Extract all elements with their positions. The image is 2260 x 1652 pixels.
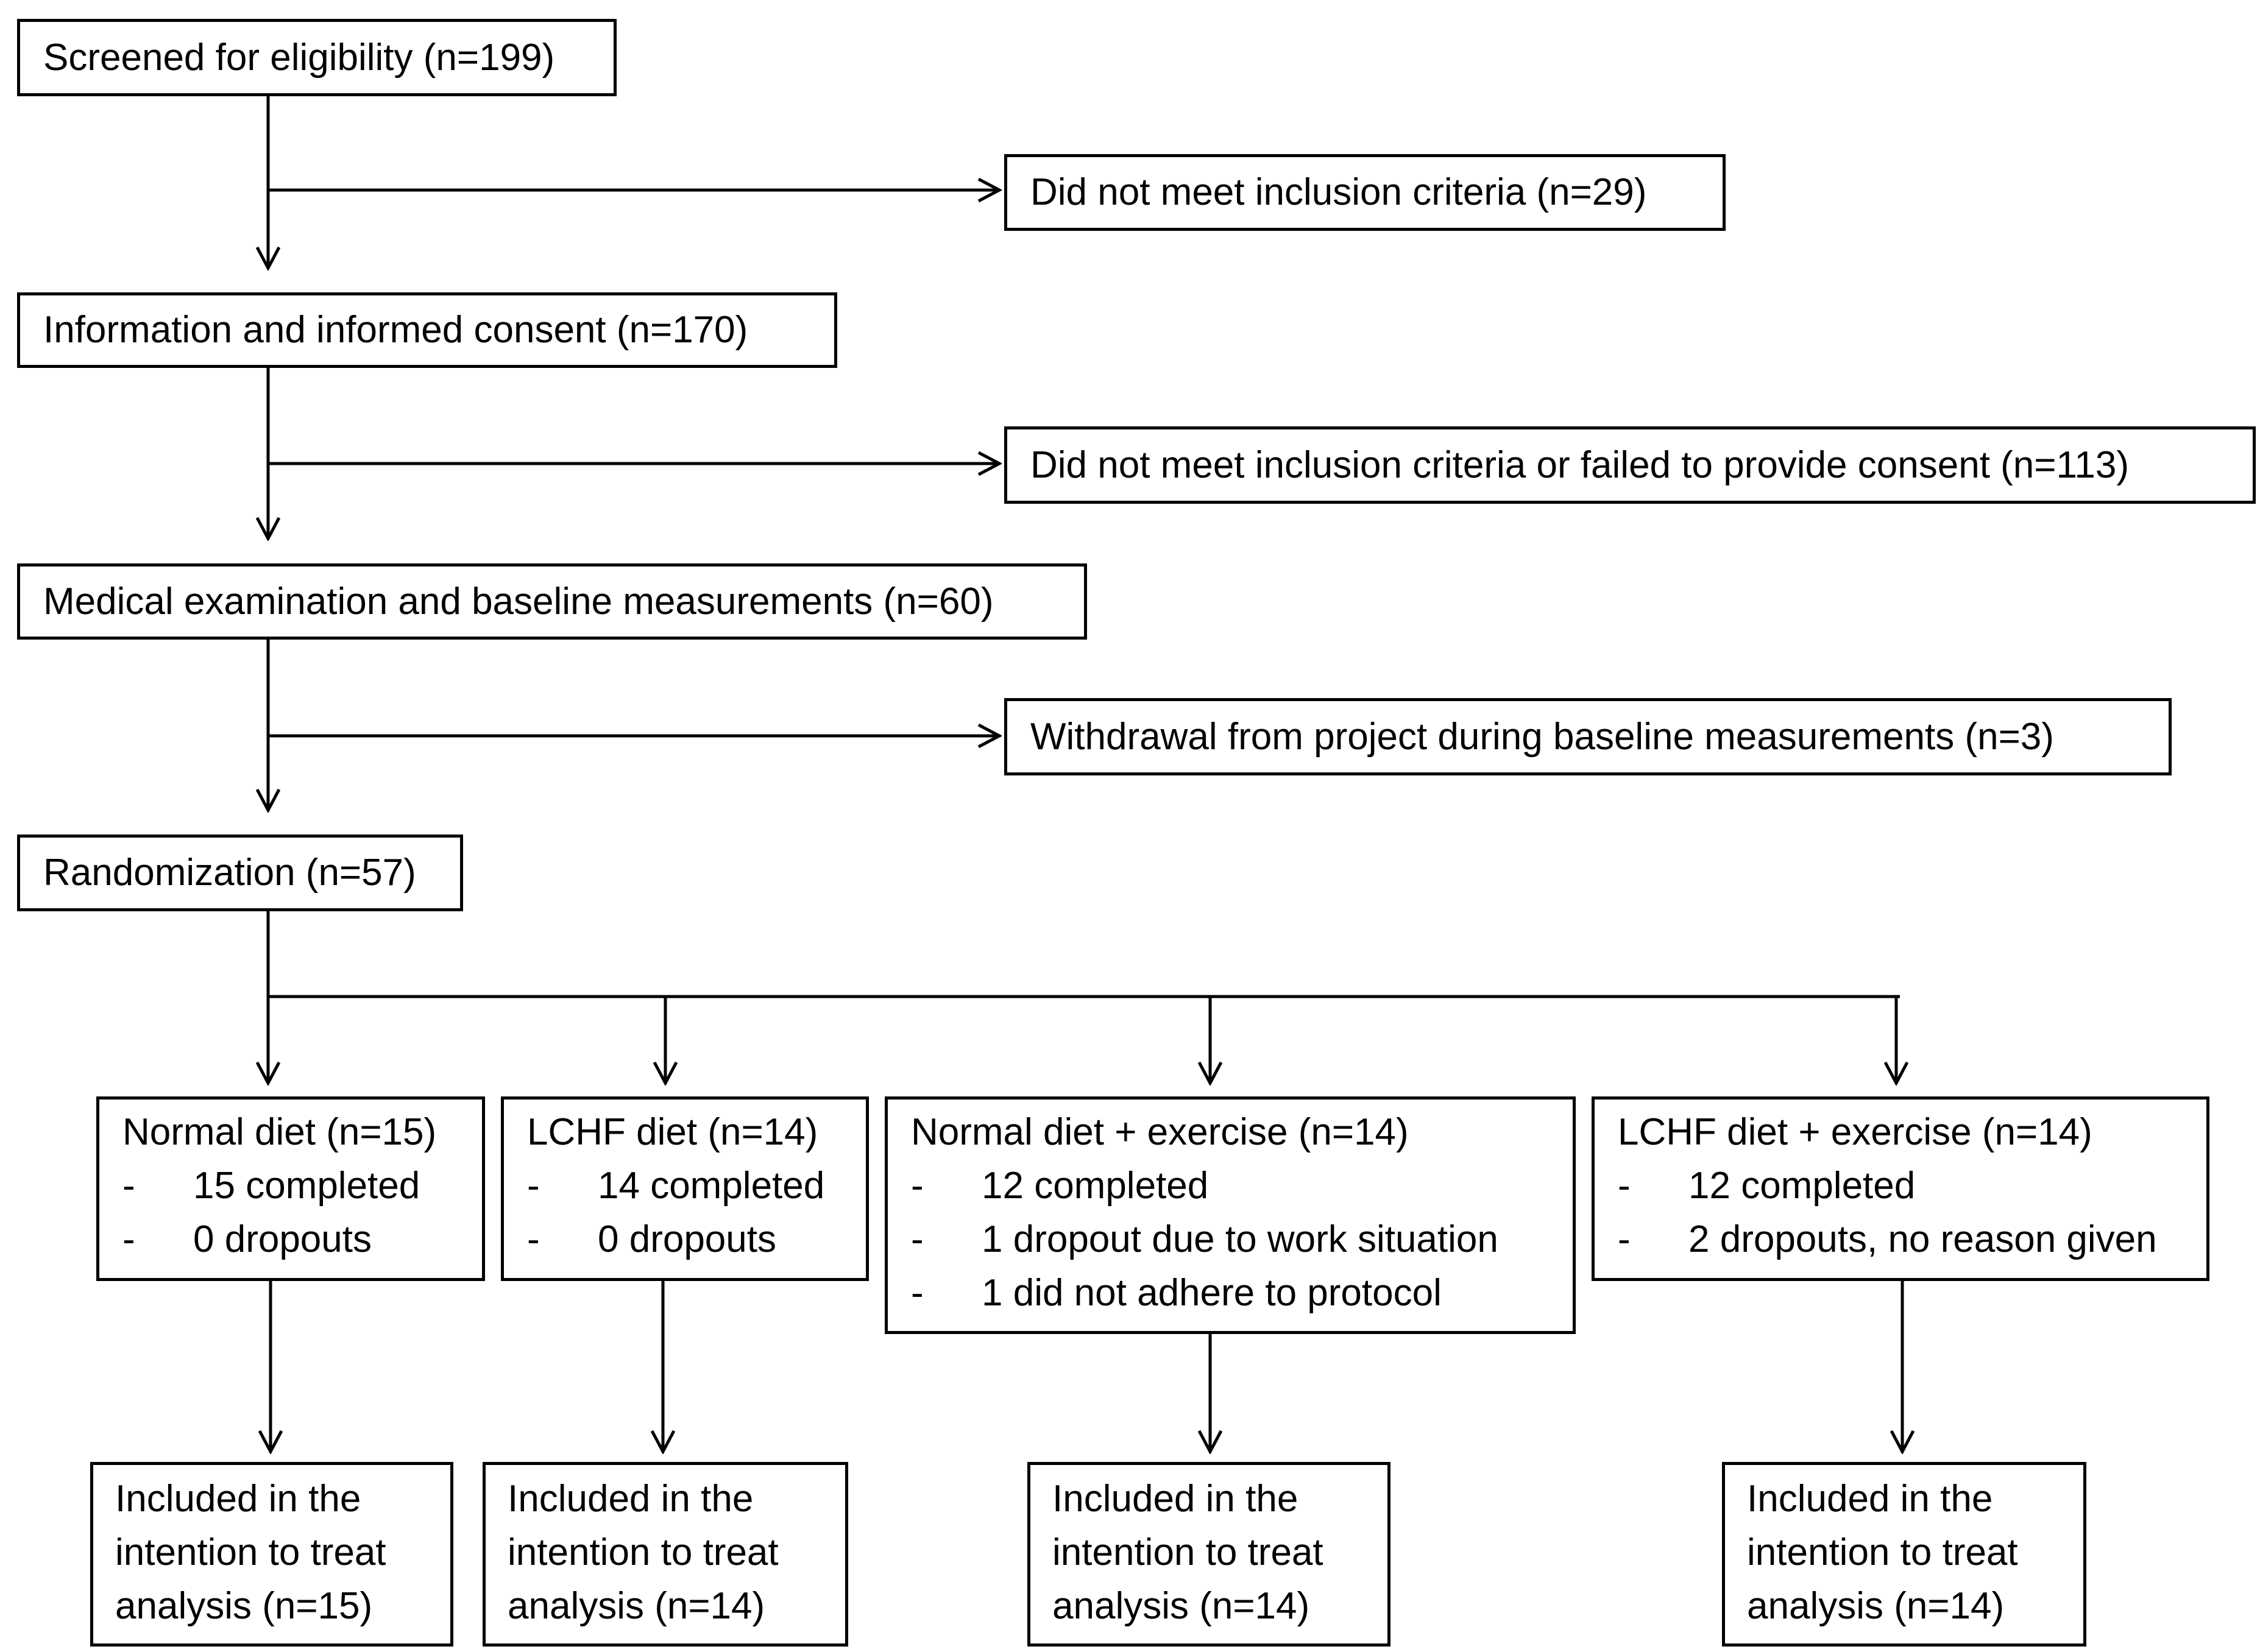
bullet-dash: - [1618, 1218, 1631, 1260]
outcome-line: analysis (n=14) [508, 1585, 765, 1627]
arm-box-normal-diet: Normal diet (n=15) - 15 completed - 0 dr… [96, 1096, 485, 1281]
arm-item: - 14 completed [527, 1159, 866, 1213]
arm-item: - 1 did not adhere to protocol [911, 1266, 1573, 1320]
arm-item-text: 15 completed [193, 1165, 420, 1207]
outcome-line: analysis (n=14) [1052, 1585, 1310, 1627]
outcome-line: intention to treat [1052, 1531, 1323, 1573]
bullet-dash: - [122, 1165, 135, 1207]
outcome-line: Included in the [115, 1478, 361, 1520]
arm-item: - 15 completed [122, 1159, 482, 1213]
bullet-dash: - [527, 1165, 540, 1207]
arm-item-text: 12 completed [1688, 1165, 1916, 1207]
bullet-dash: - [911, 1165, 924, 1207]
bullet-dash: - [1618, 1165, 1631, 1207]
arm-item-text: 1 dropout due to work situation [982, 1218, 1498, 1260]
randomization-box: Randomization (n=57) [17, 835, 463, 911]
outcome-box-normal-diet-exercise: Included in the intention to treat analy… [1027, 1462, 1390, 1647]
outcome-line: intention to treat [508, 1531, 779, 1573]
outcome-box-lchf-diet-exercise: Included in the intention to treat analy… [1722, 1462, 2086, 1647]
arm-item-text: 0 dropouts [193, 1218, 372, 1260]
outcome-line: analysis (n=14) [1747, 1585, 2005, 1627]
outcome-line: Included in the [508, 1478, 754, 1520]
consent-box: Information and informed consent (n=170) [17, 292, 837, 368]
arm-item: - 12 completed [911, 1159, 1573, 1213]
outcome-line: analysis (n=15) [115, 1585, 373, 1627]
exclusion-text: Did not meet inclusion criteria (n=29) [1030, 171, 1647, 213]
screened-text: Screened for eligibility (n=199) [43, 36, 555, 79]
arm-title: LCHF diet (n=14) [527, 1111, 818, 1153]
outcome-box-lchf-diet: Included in the intention to treat analy… [483, 1462, 848, 1647]
arm-item-text: 2 dropouts, no reason given [1688, 1218, 2157, 1260]
medical-exam-text: Medical examination and baseline measure… [43, 580, 994, 623]
bullet-dash: - [911, 1272, 924, 1314]
arm-item-text: 0 dropouts [598, 1218, 776, 1260]
arm-box-lchf-diet: LCHF diet (n=14) - 14 completed - 0 drop… [501, 1096, 869, 1281]
medical-exam-box: Medical examination and baseline measure… [17, 563, 1087, 640]
arm-item: - 0 dropouts [527, 1213, 866, 1266]
consent-text: Information and informed consent (n=170) [43, 309, 748, 351]
arm-item: - 12 completed [1618, 1159, 2206, 1213]
bullet-dash: - [527, 1218, 540, 1260]
arm-item: - 2 dropouts, no reason given [1618, 1213, 2206, 1266]
exclusion-text: Withdrawal from project during baseline … [1030, 715, 2054, 758]
arm-item-text: 1 did not adhere to protocol [982, 1272, 1442, 1314]
arm-item: - 0 dropouts [122, 1213, 482, 1266]
exclusion-box-inclusion: Did not meet inclusion criteria (n=29) [1004, 154, 1726, 231]
screened-box: Screened for eligibility (n=199) [17, 19, 617, 96]
arm-item-text: 12 completed [982, 1165, 1209, 1207]
arm-item: - 1 dropout due to work situation [911, 1213, 1573, 1266]
arm-title: Normal diet + exercise (n=14) [911, 1111, 1409, 1153]
arm-title: Normal diet (n=15) [122, 1111, 437, 1153]
arm-item-text: 14 completed [598, 1165, 825, 1207]
outcome-line: intention to treat [115, 1531, 386, 1573]
outcome-line: Included in the [1052, 1478, 1298, 1520]
outcome-box-normal-diet: Included in the intention to treat analy… [90, 1462, 453, 1647]
outcome-line: Included in the [1747, 1478, 1993, 1520]
exclusion-box-consent: Did not meet inclusion criteria or faile… [1004, 426, 2256, 504]
outcome-line: intention to treat [1747, 1531, 2018, 1573]
arm-box-lchf-diet-exercise: LCHF diet + exercise (n=14) - 12 complet… [1592, 1096, 2209, 1281]
randomization-text: Randomization (n=57) [43, 852, 416, 894]
exclusion-text: Did not meet inclusion criteria or faile… [1030, 443, 2129, 486]
arm-box-normal-diet-exercise: Normal diet + exercise (n=14) - 12 compl… [885, 1096, 1576, 1334]
bullet-dash: - [122, 1218, 135, 1260]
exclusion-box-withdrawal: Withdrawal from project during baseline … [1004, 698, 2172, 775]
bullet-dash: - [911, 1218, 924, 1260]
arm-title: LCHF diet + exercise (n=14) [1618, 1111, 2092, 1153]
